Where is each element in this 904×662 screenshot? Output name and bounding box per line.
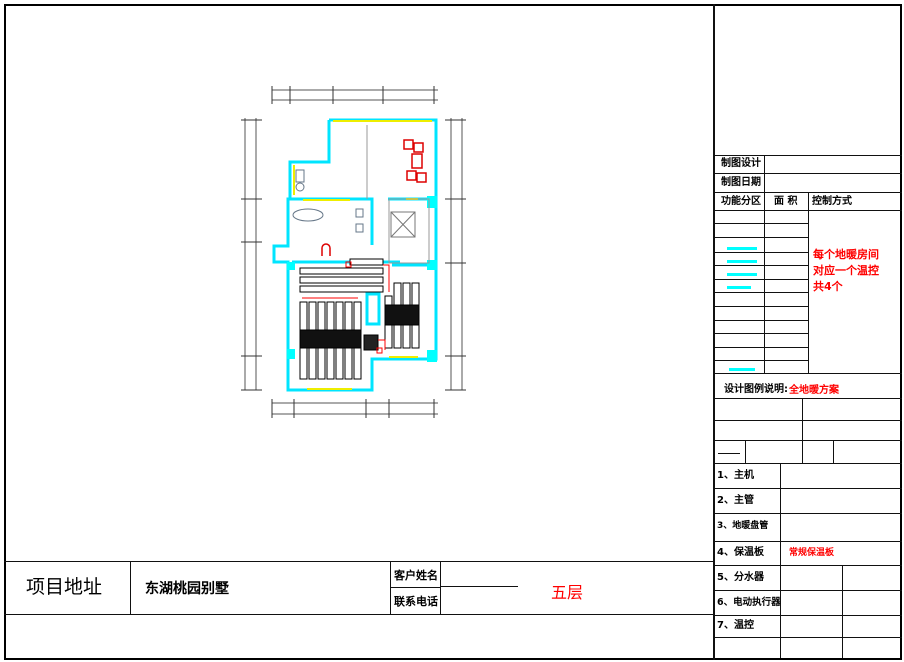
table-row-line (714, 265, 808, 266)
item-coil: 3、地暖盘管 (717, 521, 769, 531)
stair (390, 211, 416, 238)
drawing-design-label: 制图设计 (721, 158, 761, 169)
table-row-line (714, 306, 808, 307)
control-note-line: 对应一个温控 (813, 264, 879, 277)
floor-label: 五层 (551, 583, 584, 602)
item-thermostat: 7、温控 (717, 620, 754, 631)
dimension-lines (241, 86, 466, 418)
heating-coils (299, 258, 420, 380)
sheet-border (4, 4, 902, 660)
project-address-label: 项目地址 (26, 576, 103, 598)
table-row-line (714, 320, 808, 321)
item-host: 1、主机 (717, 470, 754, 481)
zone-entries (727, 247, 757, 289)
legend-value: 全地暖方案 (789, 385, 839, 396)
furniture (321, 139, 427, 256)
zone-entry (729, 368, 755, 371)
area-header: 面 积 (774, 196, 798, 207)
pipes (302, 261, 390, 354)
bath (292, 169, 364, 233)
table-row-line (714, 223, 808, 224)
item-insulation-value: 常规保温板 (789, 548, 835, 558)
phone-label: 联系电话 (394, 595, 438, 608)
customer-name-label: 客户姓名 (394, 569, 438, 582)
table-row-line (714, 360, 808, 361)
item-insulation: 4、保温板 (717, 547, 764, 558)
drawing-date-label: 制图日期 (721, 177, 761, 188)
zone-header: 功能分区 (721, 196, 761, 207)
table-row-line (714, 252, 808, 253)
control-note: 每个地暖房间 对应一个温控 共4个 (813, 247, 879, 295)
item-main-pipe: 2、主管 (717, 495, 754, 506)
table-row-line (714, 292, 808, 293)
legend-label: 设计图例说明: (724, 384, 788, 395)
table-row-line (714, 279, 808, 280)
control-note-line: 共4个 (813, 280, 843, 293)
control-note-line: 每个地暖房间 (813, 248, 879, 261)
control-header: 控制方式 (812, 196, 852, 207)
windows (293, 120, 432, 390)
columns (287, 196, 437, 362)
item-manifold: 5、分水器 (717, 572, 764, 583)
table-row-line (714, 347, 808, 348)
table-row-line (714, 333, 808, 334)
project-address: 东湖桃园别墅 (145, 581, 229, 597)
table-row-line (714, 237, 808, 238)
item-actuator: 6、电动执行器 (717, 597, 781, 608)
